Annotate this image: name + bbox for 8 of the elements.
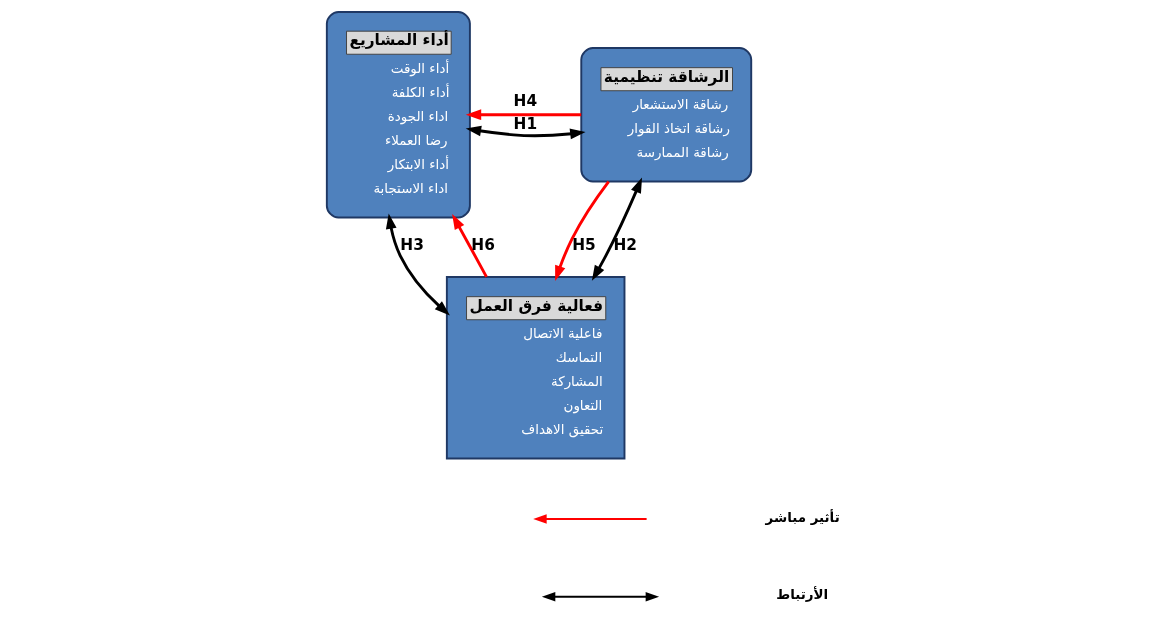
edge-label: H5 (572, 235, 596, 254)
legend-label: تأثير مباشر (765, 509, 840, 525)
edge-label: H2 (613, 235, 637, 254)
edge-label: H1 (513, 114, 538, 133)
legend-label: الأرتباط (776, 587, 829, 603)
edge-label: H4 (513, 91, 538, 110)
edge-label: H3 (400, 235, 424, 254)
edge-label: H6 (471, 235, 495, 254)
